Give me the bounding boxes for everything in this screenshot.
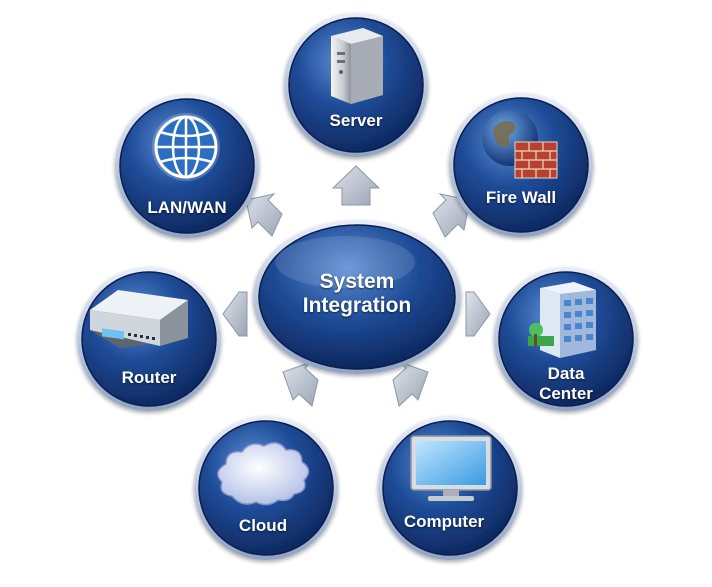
- arrow-to-router: [222, 291, 248, 337]
- cloud-icon: [217, 442, 310, 506]
- center-title-line1: System: [319, 270, 395, 293]
- firewall-label: Fire Wall: [485, 188, 557, 207]
- center-title-line2: Integration: [302, 294, 412, 317]
- globe-network-icon: [152, 113, 220, 181]
- datacenter-label: Data Center: [510, 364, 622, 404]
- arrow-to-datacenter: [465, 291, 491, 337]
- computer-label: Computer: [403, 512, 485, 531]
- arrow-to-server: [331, 165, 381, 206]
- connector-arrows: [222, 165, 491, 407]
- office-building-icon: [528, 282, 596, 358]
- datacenter-label-line1: Data: [547, 364, 585, 383]
- server-tower-icon: [331, 28, 383, 104]
- arrow-to-lanwan: [245, 193, 283, 237]
- center-title: System Integration: [277, 270, 437, 318]
- cloud-label: Cloud: [238, 516, 288, 535]
- monitor-icon: [410, 435, 492, 501]
- lanwan-label: LAN/WAN: [147, 198, 227, 217]
- router-device-icon: [90, 290, 188, 348]
- arrow-to-firewall: [432, 193, 471, 238]
- datacenter-label-line2: Center: [539, 384, 593, 403]
- arrow-to-computer: [392, 361, 429, 407]
- globe-brick-wall-icon: [482, 110, 558, 179]
- center-node: [253, 220, 461, 374]
- router-label: Router: [121, 368, 177, 387]
- arrow-to-cloud: [282, 361, 319, 407]
- server-label: Server: [329, 111, 383, 130]
